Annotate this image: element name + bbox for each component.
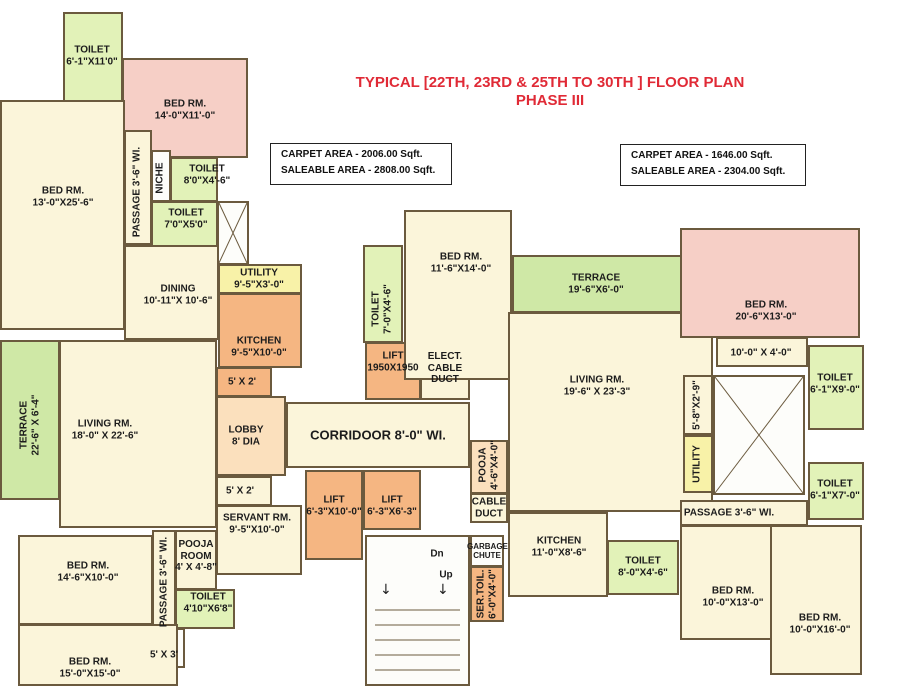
room-utility-right [683,435,713,493]
shaft-right-line-b [714,376,804,494]
plan-title-line1: TYPICAL [22TH, 23RD & 25TH TO 30TH ] FLO… [355,74,745,91]
arrow-down-icon: ↓ [380,582,392,598]
plan-title-line2: PHASE III [515,92,585,109]
room-cable-duct [470,493,508,523]
room-dim-10x4 [716,337,808,367]
label-dim-10x4: 10'-0" X 4'-0" [730,347,792,359]
room-toilet-bottom [175,589,235,629]
room-bed-right-a [680,525,775,640]
label-living-left: LIVING RM.18'-0" X 22'-6" [71,418,139,442]
room-lobby [216,396,286,476]
carpet-area-right: CARPET AREA - 1646.00 Sqft. [631,150,773,161]
label-bed-right-b: BED RM.10'-0"X16'-0" [789,612,851,636]
label-corridor: CORRIDOOR 8'-0" WI. [310,427,446,443]
room-bed-bottom [18,624,178,686]
label-stair-up: Up [439,569,453,581]
room-toilet-right-mid [808,462,864,520]
label-stair-dn: Dn [430,548,444,560]
carpet-area-left: CARPET AREA - 2006.00 Sqft. [281,149,423,160]
room-servant [216,505,302,575]
stair-treads [375,609,460,671]
room-bed-center [404,210,512,380]
label-bed-center: BED RM.11'-6"X14'-0" [430,251,492,275]
plan-title: TYPICAL [22TH, 23RD & 25TH TO 30TH ] FLO… [0,74,900,110]
room-corridor [286,402,470,468]
saleable-area-right: SALEABLE AREA - 2304.00 Sqft. [631,166,786,177]
room-living-left [59,340,217,528]
room-bed-right-b [770,525,862,675]
room-bed-master [680,228,860,338]
room-lift-b [363,470,421,530]
room-ser-toilet [470,566,504,622]
room-toilet-top [63,12,123,102]
label-cable-duct: CABLE DUCT [471,496,507,520]
room-dim-5x2-9 [683,375,713,435]
room-toilet-kitchen [607,540,679,595]
label-bed-master: BED RM.20'-6"X13'-0" [735,299,797,323]
room-passage-left-top [124,130,152,245]
label-bed-left: BED RM.13'-0"X25'-6" [32,185,94,209]
label-dim-5x3: 5' X 3' [149,649,179,661]
room-kitchen-right [508,512,608,597]
room-bed-left [0,100,125,330]
area-box-right: CARPET AREA - 1646.00 Sqft. SALEABLE ARE… [620,144,806,186]
room-utility-left [218,264,302,294]
room-lift-a [305,470,363,560]
room-terrace-right [512,255,682,313]
label-passage-right: PASSAGE 3'-6" WI. [683,507,775,519]
label-bed-bottom: BED RM.15'-0"X15'-0" [59,656,121,680]
room-pooja-right [470,440,508,494]
room-bed-left-bottom [18,535,153,625]
area-box-left: CARPET AREA - 2006.00 Sqft. SALEABLE ARE… [270,143,452,185]
label-living-right: LIVING RM.19'-6" X 23'-3" [563,374,631,398]
label-bed-left-bottom: BED RM.14'-6"X10'-0" [57,560,119,584]
label-dim-5x2-bottom: 5' X 2' [225,485,255,497]
arrow-up-down-icon: ↓ [437,582,449,598]
room-dining [124,245,219,340]
room-living-right [508,312,713,512]
room-kitchen-left [218,293,302,368]
label-dim-5x2-top: 5' X 2' [227,376,257,388]
label-bed-top: BED RM.14'-0"X11'-0" [154,98,216,122]
shaft-left-line-b [218,202,248,264]
label-garbage: GARBAGE CHUTE [467,541,508,560]
label-bed-right-a: BED RM.10'-0"X13'-0" [702,585,764,609]
saleable-area-left: SALEABLE AREA - 2808.00 Sqft. [281,165,436,176]
room-toilet-mid [151,201,218,249]
label-elect-duct: ELECT. CABLE DUCT [427,350,463,385]
label-servant: SERVANT RM.9'-5"X10'-0" [223,512,291,536]
room-toilet-vert [363,245,403,343]
room-toilet-right-top [808,345,864,430]
